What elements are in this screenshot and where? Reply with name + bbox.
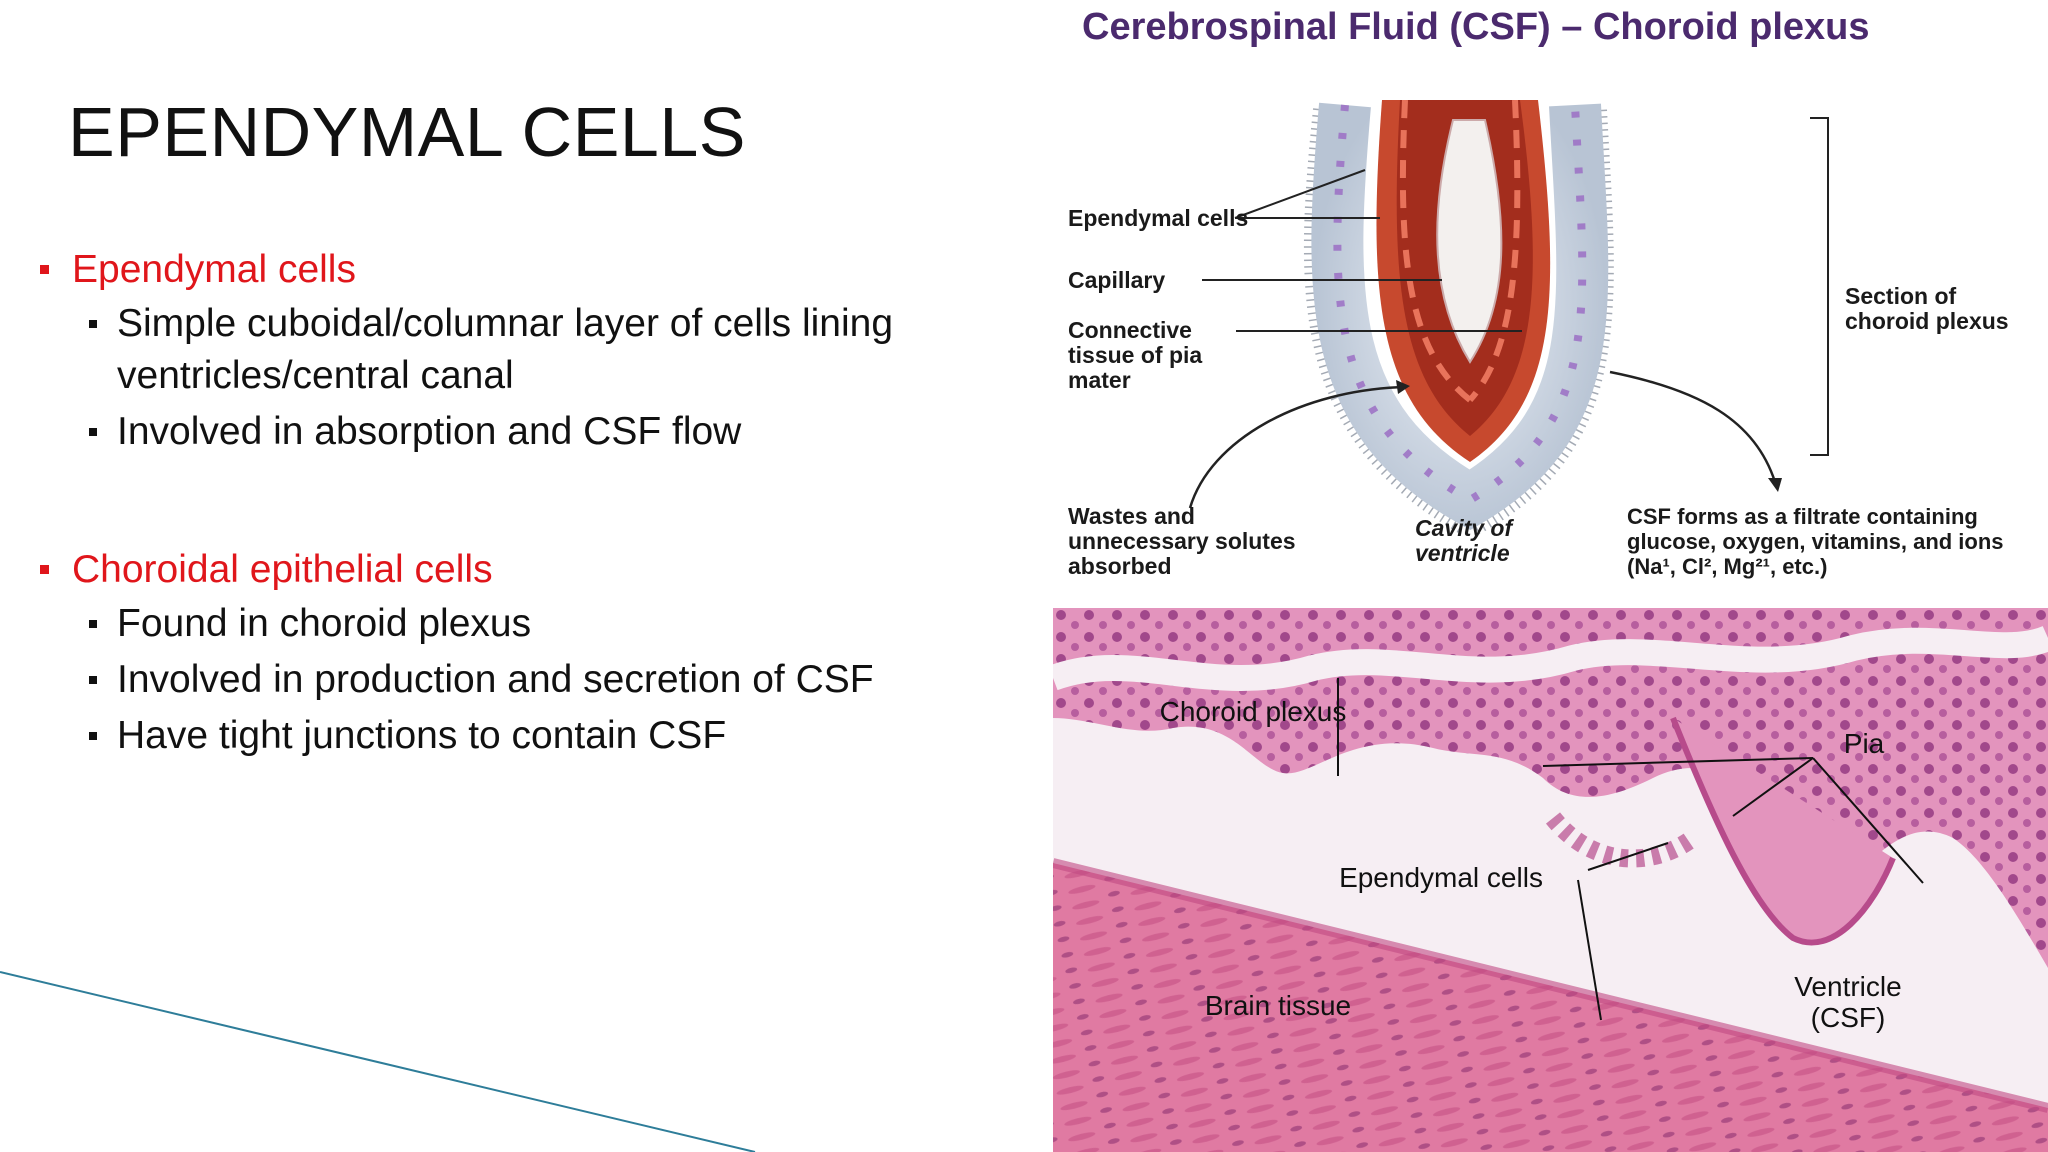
label-pia: Pia [1843, 728, 1885, 759]
bullet-marker [40, 265, 49, 274]
decorative-line [0, 971, 756, 1152]
bullet-item: Involved in absorption and CSF flow [40, 406, 1000, 458]
histology-micrograph: Choroid plexus Pia Ependymal cells Brain… [1053, 608, 2048, 1152]
bullet-list: Ependymal cells Simple cuboidal/columnar… [40, 246, 1000, 762]
label-wastes-absorbed: Wastes and unnecessary solutes absorbed [1068, 503, 1296, 579]
bullet-heading-ependymal: Ependymal cells [40, 246, 1000, 294]
bullet-item: Involved in production and secretion of … [40, 654, 1000, 706]
bullet-marker [89, 676, 97, 684]
bullet-marker [89, 732, 97, 740]
label-ventricle-csf: Ventricle (CSF) [1794, 971, 1902, 1033]
figure-title: Cerebrospinal Fluid (CSF) – Choroid plex… [1082, 6, 1870, 48]
bullet-item: Found in choroid plexus [40, 598, 1000, 650]
micrograph-image [1053, 608, 2048, 1152]
label-ependymal-cells: Ependymal cells [1068, 205, 1249, 231]
bullet-marker [89, 620, 97, 628]
bullet-heading-choroidal: Choroidal epithelial cells [40, 546, 1000, 594]
bullet-marker [89, 320, 97, 328]
bullet-item: Simple cuboidal/columnar layer of cells … [40, 298, 1000, 402]
label-cavity-of-ventricle: Cavity of ventricle [1415, 515, 1513, 566]
label-ependymal-cells-micro: Ependymal cells [1339, 862, 1543, 893]
bullet-marker [89, 428, 97, 436]
label-brain-tissue: Brain tissue [1204, 990, 1352, 1021]
label-capillary: Capillary [1068, 267, 1166, 293]
label-section-choroid-plexus: Section of choroid plexus [1845, 283, 2009, 334]
label-connective-tissue: Connective tissue of pia mater [1068, 317, 1203, 393]
bullet-item: Have tight junctions to contain CSF [40, 710, 1000, 762]
slide-title: EPENDYMAL CELLS [68, 93, 746, 171]
label-csf-forms: CSF forms as a filtrate containing gluco… [1627, 504, 2004, 579]
label-choroid-plexus: Choroid plexus [1159, 696, 1347, 727]
choroid-plexus-diagram [1188, 100, 1829, 540]
bullet-marker [40, 565, 49, 574]
